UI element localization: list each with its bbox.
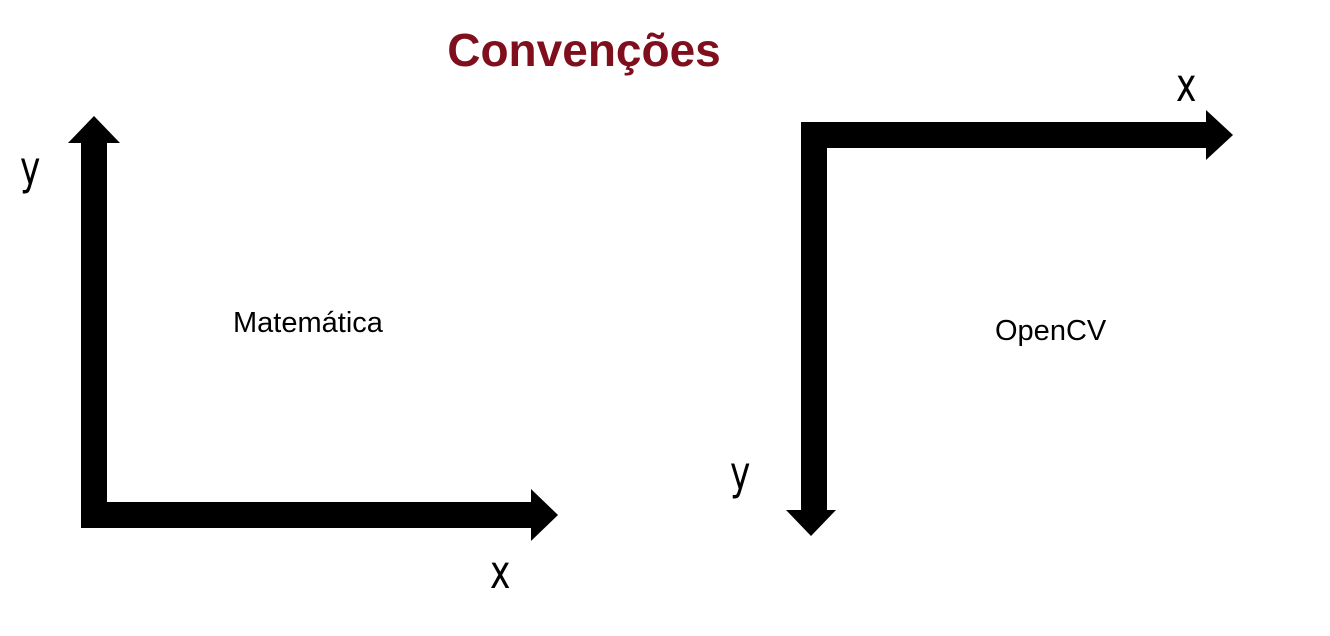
opencv-x-axis-shaft xyxy=(802,122,1208,148)
opencv-x-axis-arrowhead xyxy=(1206,110,1233,160)
opencv-caption: OpenCV xyxy=(995,315,1107,347)
math-y-axis-label: y xyxy=(20,141,41,195)
math-y-axis-arrowhead xyxy=(68,116,120,143)
math-x-axis-label: x xyxy=(490,545,511,599)
opencv-axes xyxy=(786,110,1233,536)
math-caption: Matemática xyxy=(233,307,383,339)
opencv-y-axis-arrowhead xyxy=(786,510,836,536)
page-title: Convenções xyxy=(447,24,721,76)
math-axes xyxy=(68,116,558,541)
opencv-y-axis-label: y xyxy=(730,446,751,500)
math-y-axis-shaft xyxy=(81,140,107,528)
opencv-y-axis-shaft xyxy=(801,122,827,514)
opencv-x-axis-label: x xyxy=(1176,58,1197,112)
math-x-axis-arrowhead xyxy=(531,489,558,541)
math-x-axis-shaft xyxy=(81,502,533,528)
